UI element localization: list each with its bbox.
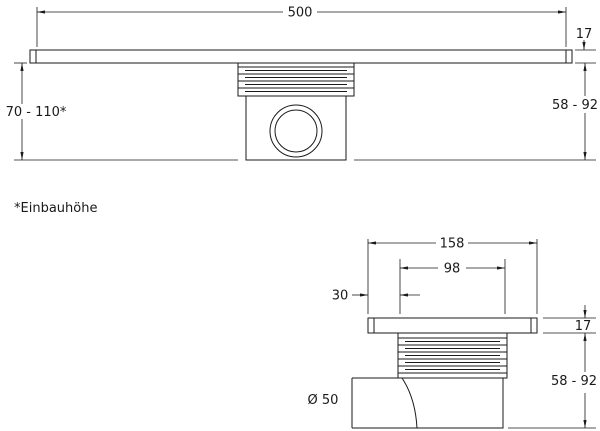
dim-label-side-width: 158: [440, 237, 465, 252]
seal-ribs-front: [237, 62, 355, 97]
dim-label-front-width: 500: [288, 6, 313, 21]
channel-profile-front: [29, 49, 573, 64]
dim-side-width: 158: [367, 237, 538, 314]
trap-bend-curve: [401, 377, 418, 429]
drain-trap-front: [237, 62, 355, 161]
dim-label-side-edge-offset: 30: [332, 289, 349, 304]
side-view: 158 98 30 17 58 - 92: [308, 237, 597, 429]
dim-side-trap-height: 58 - 92: [508, 333, 597, 429]
outlet-pipe-side: [351, 377, 418, 429]
dim-label-front-install-height: 70 - 110*: [6, 105, 67, 120]
drain-trap-side: [351, 332, 508, 429]
footnote-install-height: *Einbauhöhe: [14, 201, 97, 216]
dim-label-front-channel-height: 17: [576, 27, 593, 42]
dim-label-outlet-diameter: Ø 50: [308, 393, 339, 408]
dim-front-trap-height: 58 - 92: [354, 63, 598, 161]
dim-front-channel-height: 17: [575, 27, 596, 64]
dim-label-front-trap-height: 58 - 92: [552, 98, 598, 113]
channel-body-front: [29, 49, 573, 64]
dim-front-width: 500: [36, 6, 567, 47]
dim-label-side-channel-height: 17: [575, 319, 592, 334]
outlet-socket-outer-circle: [269, 104, 323, 158]
dim-front-install-height: 70 - 110*: [6, 62, 238, 161]
dim-side-body-width: 98: [399, 259, 506, 314]
front-view: 500 17 70 - 110* 58 - 92: [6, 6, 598, 161]
dim-side-edge-offset: 30: [332, 289, 420, 304]
channel-body-side: [367, 317, 538, 334]
dim-side-channel-height: 17: [543, 305, 596, 334]
trap-housing-side: [402, 377, 504, 429]
channel-profile-side: [367, 317, 538, 334]
dim-label-side-trap-height: 58 - 92: [551, 374, 597, 389]
trap-housing-front: [245, 95, 347, 161]
dim-label-side-body-width: 98: [444, 262, 461, 277]
outlet-socket-inner-circle: [274, 109, 318, 153]
